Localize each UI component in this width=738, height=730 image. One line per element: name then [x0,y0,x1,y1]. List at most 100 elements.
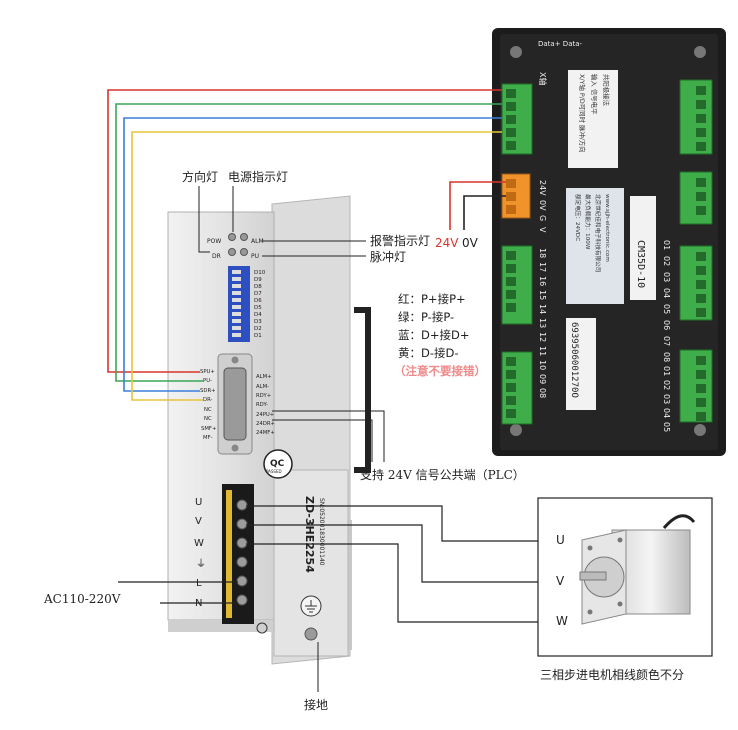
pointer-plc-2 [272,419,373,462]
dip-label: D4 [254,312,262,318]
wire-phase-u [246,505,552,542]
screw-icon [694,46,706,58]
terminal-label: 12 [538,332,547,342]
power-terminal-block[interactable] [222,484,254,624]
dip-label: D2 [254,326,262,332]
signal-label: SPU+ [200,369,215,375]
dip-label: D7 [254,291,262,297]
terminal-pe-label: ⏚ [196,558,206,570]
signal-label: RDY+ [256,393,271,399]
wire-note-red: 红：P+接P+ [398,292,466,306]
terminal-label: 08 [538,388,547,398]
signal-label: 24DR+ [256,421,275,427]
wire-note-green: 绿：P-接P- [398,310,455,324]
dip-label: D1 [254,333,262,339]
barcode-number: 6939506001270O [569,322,579,398]
terminal-label: V [538,227,547,233]
screw-icon [694,424,706,436]
terminal-u-label: U [195,497,202,508]
alm-led-icon [240,233,248,241]
terminal-label: 15 [538,290,547,300]
output-terminal-2[interactable] [679,171,713,225]
terminal-label: 24V [538,180,547,196]
terminal-label: 01 [662,240,671,250]
output-terminal-3[interactable] [679,245,713,321]
din-rail-clip [354,307,371,473]
dip-label: D10 [254,270,266,276]
output-terminal-4[interactable] [679,349,713,423]
sticker-line: 额定电压：24VDC [574,194,582,241]
sticker-line: 最大负载能力：100W [584,194,592,250]
model-sticker [630,196,656,300]
signal-label: MF- [203,435,213,441]
terminal-label: 0V [538,200,547,211]
spec-sticker-middle [566,188,624,304]
sticker-line: 北京世纪佳和电子科技有限公司 [594,194,602,272]
svg-text:QC: QC [270,459,285,469]
terminal-label: 16 [538,276,547,286]
pow-label: POW [207,238,221,245]
ground-symbol-icon [256,622,268,634]
qc-sticker: QC PASSED [263,449,293,479]
terminal-label: 05 [662,304,671,314]
pulse-lamp-label: 脉冲灯 [370,250,407,264]
wire-note-yellow: 黄：D-接D- [398,346,459,360]
screw-icon [510,424,522,436]
signal-label: NC [204,407,212,413]
sticker-line: www.sjjh-electronic.com [604,194,610,262]
terminal-v-label: V [195,516,202,527]
terminal-label: 02 [662,380,671,390]
dip-label: D8 [254,284,262,290]
terminal-label: 03 [662,394,671,404]
signal-label: PU- [203,378,212,384]
input-terminal-lower[interactable] [501,351,533,425]
motor-terminal-w: W [556,614,568,628]
alm-label: ALM [251,238,264,245]
pow-led-icon [228,233,236,241]
motor-cable [662,514,696,529]
signal-label: ALM- [256,384,269,390]
power-terminal[interactable] [501,173,531,219]
signal-label: SDR+ [200,388,216,394]
direction-lamp-label: 方向灯 [182,170,219,184]
signal-label: DR- [203,397,213,403]
ground-label: 接地 [304,698,329,712]
terminal-label: 04 [662,288,671,298]
x-axis-terminal[interactable] [501,83,533,155]
terminal-label: 01 [662,366,671,376]
driver-serial: SN:052001830001140 [318,498,325,566]
stepper-driver: POW ALM DR PU D10 D9 D8 D7 D6 D5 D4 D3 [167,195,371,665]
ground-screw-icon [304,627,318,641]
input-terminal-upper[interactable] [501,245,533,325]
terminal-label: 18 [538,248,547,258]
terminal-label: X轴 [538,72,548,85]
db15-signal-connector[interactable] [217,353,253,455]
terminal-label: 06 [662,320,671,330]
supply-0v-label: 0V [462,236,478,250]
svg-text:PASSED: PASSED [266,469,282,474]
pointer-direction [198,186,210,253]
terminal-label: 07 [662,336,671,346]
dip-label: D9 [254,277,262,283]
wire-phase-v [246,524,552,583]
motor-shaft [579,571,607,581]
terminal-label: 02 [662,256,671,266]
terminal-label: 11 [538,346,547,356]
terminal-l-label: L [196,578,202,589]
ac-input-label: AC110-220V [44,592,121,606]
dr-led-icon [228,248,236,256]
motor-note-label: 三相步进电机相线颜色不分 [540,668,685,682]
power-lamp-label: 电源指示灯 [228,170,289,184]
pointer-plc-1 [272,410,385,462]
signal-label: SMF+ [201,426,216,432]
signal-label: 24MF+ [256,430,275,436]
motor-terminal-u: U [556,533,565,547]
screw-icon [231,356,239,364]
dip-switch[interactable] [228,266,250,342]
spec-sticker-upper [568,70,618,168]
output-terminal-1[interactable] [679,79,713,155]
wire-phase-w [246,543,552,623]
plc-common-label: 支持 24V 信号公共端（PLC） [360,468,525,482]
screw-icon [510,46,522,58]
